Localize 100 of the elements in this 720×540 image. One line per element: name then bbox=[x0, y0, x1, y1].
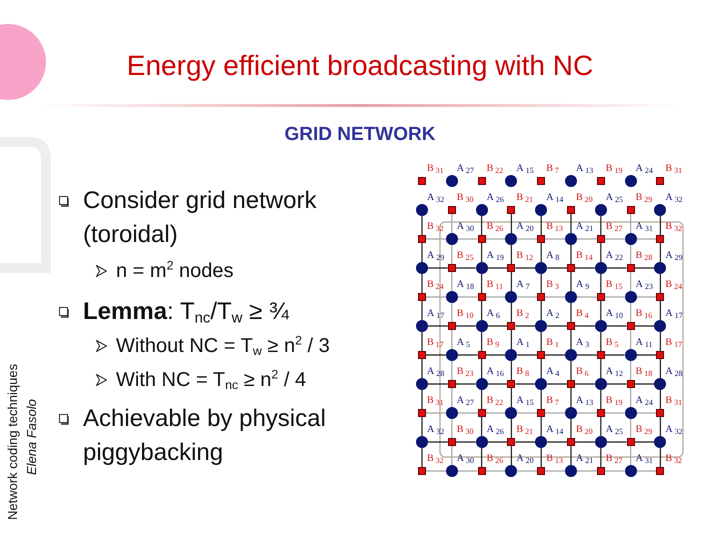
grid-link bbox=[606, 325, 627, 327]
grid-link bbox=[545, 238, 565, 240]
grid-link bbox=[600, 390, 602, 409]
grid-link bbox=[451, 388, 452, 407]
node-label: B$_{2}$ bbox=[516, 309, 530, 320]
node-label: A$_{28}$ bbox=[427, 367, 444, 378]
grid-link bbox=[540, 274, 542, 293]
grid-link bbox=[570, 303, 572, 322]
grid-link bbox=[660, 301, 661, 320]
grid-link bbox=[540, 417, 542, 436]
bullet-text: n = m$^{2}$ nodes bbox=[116, 258, 235, 284]
grid-link bbox=[486, 296, 506, 298]
grid-link bbox=[636, 238, 656, 240]
node-label: B$_{30}$ bbox=[456, 193, 474, 204]
grid-link bbox=[488, 325, 508, 327]
grid-link bbox=[604, 296, 625, 298]
grid-link bbox=[630, 272, 632, 291]
grid-link bbox=[575, 325, 595, 327]
grid-link bbox=[486, 238, 506, 240]
grid-link bbox=[517, 412, 538, 414]
grid-link bbox=[630, 214, 632, 233]
node-label: B$_{18}$ bbox=[636, 367, 652, 378]
node-label: A$_{23}$ bbox=[636, 280, 653, 291]
grid-link bbox=[600, 301, 602, 320]
node-label: A$_{21}$ bbox=[576, 454, 594, 465]
grid-link bbox=[575, 441, 595, 443]
node-label: B$_{26}$ bbox=[486, 454, 504, 465]
grid-link bbox=[570, 446, 572, 465]
grid-link bbox=[510, 419, 512, 438]
node-label: B$_{13}$ bbox=[546, 222, 563, 233]
grid-link bbox=[426, 412, 446, 414]
node-label: B$_{22}$ bbox=[486, 396, 504, 407]
node-label: A$_{15}$ bbox=[516, 164, 534, 175]
grid-link bbox=[540, 332, 542, 351]
grid-link bbox=[481, 332, 482, 351]
node-label: B$_{31}$ bbox=[427, 396, 444, 407]
node-label: A$_{1}$ bbox=[516, 338, 530, 349]
grid-link bbox=[636, 354, 656, 356]
grid-link bbox=[458, 354, 478, 356]
grid-link bbox=[515, 325, 536, 327]
grid-link bbox=[481, 390, 482, 409]
grid-link bbox=[547, 325, 567, 327]
grid-link bbox=[630, 446, 632, 465]
slide-title: Energy efficient broadcasting with NC bbox=[126, 50, 594, 82]
node-label: A$_{26}$ bbox=[486, 193, 504, 204]
node-label: A$_{32}$ bbox=[665, 425, 683, 436]
grid-link bbox=[510, 272, 512, 291]
grid-link bbox=[421, 301, 423, 320]
node-label: B$_{5}$ bbox=[606, 338, 618, 349]
grid-link bbox=[570, 388, 572, 407]
grid-link bbox=[451, 446, 452, 465]
grid-link bbox=[630, 388, 632, 407]
grid-link bbox=[634, 383, 654, 385]
node-label: A$_{29}$ bbox=[427, 251, 444, 262]
grid-link bbox=[458, 238, 478, 240]
grid-link bbox=[515, 267, 536, 269]
grid-link bbox=[486, 354, 506, 356]
node-label: A$_{6}$ bbox=[486, 309, 500, 320]
grid-link bbox=[636, 412, 656, 414]
grid-link bbox=[660, 417, 661, 436]
node-label: A$_{15}$ bbox=[516, 396, 534, 407]
grid-link bbox=[510, 446, 512, 465]
node-label: A$_{17}$ bbox=[427, 309, 444, 320]
grid-link bbox=[428, 267, 448, 269]
grid-link bbox=[660, 243, 661, 262]
node-label: A$_{11}$ bbox=[636, 338, 653, 349]
grid-link bbox=[517, 238, 538, 240]
node-label: A$_{30}$ bbox=[456, 454, 474, 465]
grid-link bbox=[421, 390, 423, 409]
grid-link bbox=[600, 448, 602, 467]
grid-link bbox=[545, 296, 565, 298]
node-label: A$_{8}$ bbox=[546, 251, 560, 262]
grid-link bbox=[426, 470, 446, 472]
node-label: B$_{32}$ bbox=[665, 222, 682, 233]
node-label: B$_{7}$ bbox=[546, 164, 559, 175]
node-label: A$_{24}$ bbox=[636, 396, 653, 407]
grid-link bbox=[481, 216, 482, 235]
grid-link bbox=[426, 296, 446, 298]
node-label: B$_{9}$ bbox=[486, 338, 500, 349]
node-label: B$_{19}$ bbox=[606, 164, 622, 175]
node-label: B$_{6}$ bbox=[576, 367, 589, 378]
node-label: A$_{2}$ bbox=[546, 309, 560, 320]
grid-link bbox=[458, 412, 478, 414]
grid-link bbox=[604, 470, 625, 472]
node-label: A$_{27}$ bbox=[456, 164, 474, 175]
grid-link bbox=[577, 238, 597, 240]
grid-link bbox=[517, 470, 538, 472]
grid-link bbox=[600, 359, 602, 378]
grid-link bbox=[421, 216, 423, 235]
grid-link bbox=[510, 361, 512, 380]
grid-link bbox=[660, 274, 661, 293]
grid-link bbox=[660, 332, 661, 351]
grid-link bbox=[606, 267, 627, 269]
grid-link bbox=[486, 412, 506, 414]
node-label: A$_{27}$ bbox=[456, 396, 474, 407]
node-label: A$_{25}$ bbox=[606, 193, 624, 204]
node-label: B$_{31}$ bbox=[665, 164, 682, 175]
grid-link bbox=[540, 390, 542, 409]
grid-link bbox=[570, 245, 572, 264]
node-label: B$_{24}$ bbox=[427, 280, 444, 291]
